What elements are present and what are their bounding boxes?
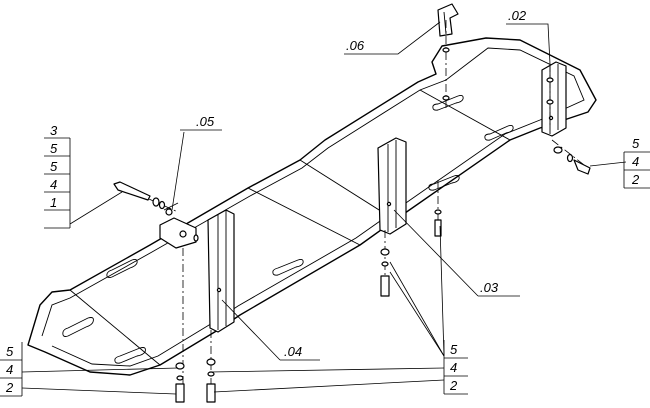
stack-left-1: 3 — [50, 123, 58, 138]
plate-slots — [62, 94, 514, 364]
label-stack-right — [623, 151, 650, 189]
bolt — [175, 383, 185, 403]
skid-plate-fold-line-2 — [247, 187, 361, 246]
washer — [434, 209, 442, 215]
assembly-axes — [119, 20, 589, 400]
bracket-02 — [541, 61, 567, 137]
bracket-03 — [377, 137, 407, 235]
washer — [546, 77, 554, 83]
skid-plate-outline — [27, 37, 597, 376]
washer — [553, 146, 563, 154]
stack-right-3: 2 — [631, 172, 640, 187]
washer — [175, 362, 185, 370]
stack-bottom-center-2: 4 — [450, 360, 457, 375]
bracket-06 — [437, 3, 459, 37]
stack-bottom-left-1: 5 — [6, 344, 14, 359]
skid-plate-bend — [419, 89, 511, 141]
slot — [62, 317, 94, 337]
stack-right-1: 5 — [632, 136, 640, 151]
bolt — [434, 219, 442, 237]
stack-left-2: 5 — [50, 141, 58, 156]
stack-left-4: 4 — [50, 177, 57, 192]
stack-right-2: 4 — [632, 154, 639, 169]
part-label-04: .04 — [284, 344, 302, 359]
part-label-05: .05 — [196, 114, 215, 129]
bolt — [206, 383, 216, 403]
skid-plate — [27, 37, 597, 376]
washer — [381, 261, 389, 267]
slot — [428, 174, 460, 191]
slot — [272, 258, 304, 276]
washer — [546, 99, 554, 105]
slot — [432, 94, 464, 111]
skid-plate-inner-edge — [41, 47, 585, 367]
washer — [158, 200, 166, 210]
slot — [106, 258, 138, 279]
washer — [152, 197, 160, 207]
slot — [484, 124, 514, 141]
stack-bottom-center-3: 2 — [449, 378, 458, 393]
washer — [206, 358, 216, 366]
washer — [207, 371, 215, 377]
bolt — [113, 181, 151, 201]
stack-left-5: 1 — [50, 195, 57, 210]
part-label-02: .02 — [508, 8, 527, 23]
washer — [442, 47, 450, 53]
label-stack-bottom-left — [0, 342, 23, 397]
fasteners — [113, 47, 591, 403]
washer — [193, 234, 199, 242]
label-stack-bottom-center — [443, 340, 468, 395]
slot — [114, 347, 146, 364]
washer — [380, 248, 390, 256]
leader-lines — [21, 21, 627, 395]
washer — [176, 375, 184, 381]
stack-left-3: 5 — [50, 159, 58, 174]
bracket-05 — [159, 202, 197, 249]
bolt — [573, 159, 591, 175]
stack-bottom-left-3: 2 — [5, 380, 14, 395]
label-stack-left-bolt — [44, 137, 71, 229]
part-label-06: .06 — [346, 38, 365, 53]
bolt — [380, 275, 390, 297]
stack-bottom-left-2: 4 — [6, 362, 13, 377]
stack-bottom-center-1: 5 — [450, 342, 458, 357]
skid-plate-bend-2 — [69, 289, 161, 366]
bracket-04 — [207, 209, 235, 333]
washer — [442, 95, 450, 101]
washer — [566, 153, 574, 163]
part-label-03: .03 — [480, 280, 499, 295]
